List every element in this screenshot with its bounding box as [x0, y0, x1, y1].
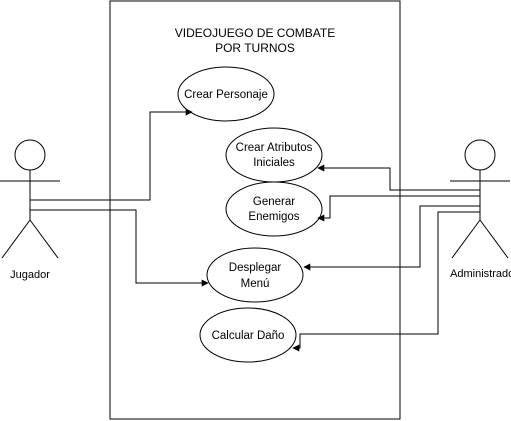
connector-jugador-desplegar-menu [30, 209, 209, 287]
use-case-generar-enemigos-label-2: Enemigos [248, 211, 299, 223]
use-case-desplegar-menu-label-1: Desplegar [229, 262, 282, 274]
use-case-desplegar-menu [206, 247, 304, 303]
connector-jugador-crear-personaje [30, 108, 193, 201]
actor-jugador-leg-left [1, 219, 31, 259]
connector-admin-calcular-dano [292, 211, 480, 352]
connector-admin-crear-atributos [317, 164, 480, 191]
actor-jugador-label: Jugador [10, 269, 50, 281]
connector-admin-desplegar-menu [303, 205, 480, 271]
system-title-line1: VIDEOJUEGO DE COMBATE [175, 26, 335, 40]
actor-jugador [0, 139, 60, 259]
actor-administrador-leg-left [451, 219, 481, 259]
system-title-line2: POR TURNOS [215, 41, 295, 55]
actor-administrador-label: Administrador [450, 268, 511, 280]
use-case-desplegar-menu-label-2: Menú [241, 278, 270, 290]
use-case-generar-enemigos-label-1: Generar [253, 196, 295, 208]
actor-administrador-head [464, 139, 496, 171]
use-case-calcular-dano [199, 307, 297, 363]
use-case-crear-personaje-label: Crear Personaje [184, 89, 268, 101]
actor-administrador [450, 139, 510, 259]
actor-jugador-head [14, 139, 46, 171]
use-case-crear-atributos [225, 127, 323, 183]
use-case-crear-personaje [177, 66, 275, 122]
connector-admin-generar-enemigos [317, 195, 480, 222]
use-case-generar-enemigos [225, 181, 323, 237]
actor-jugador-leg-right [29, 219, 59, 259]
use-case-crear-atributos-label-1: Crear Atributos [236, 142, 313, 154]
actor-administrador-leg-right [479, 219, 509, 259]
use-case-crear-atributos-label-2: Iniciales [253, 157, 295, 169]
use-case-calcular-dano-label: Calcular Daño [212, 330, 285, 342]
